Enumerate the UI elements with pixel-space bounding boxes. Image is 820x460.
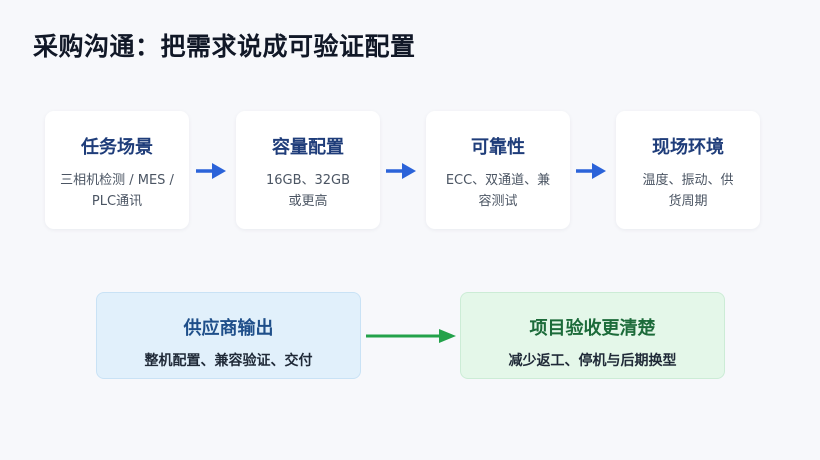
card-capacity-config: 容量配置 16GB、32GB 或更高 — [236, 111, 380, 229]
result-arrow-icon — [366, 329, 456, 343]
card-reliability: 可靠性 ECC、双通道、兼容测试 — [426, 111, 570, 229]
flow-arrow-icon — [576, 163, 606, 179]
card-description: ECC、双通道、兼容测试 — [445, 173, 551, 209]
supplier-output-panel: 供应商输出 整机配置、兼容验证、交付 — [96, 292, 361, 379]
card-description: 三相机检测 / MES / PLC通讯 — [60, 173, 174, 209]
card-task-scenario: 任务场景 三相机检测 / MES / PLC通讯 — [45, 111, 189, 229]
card-site-environment: 现场环境 温度、振动、供货周期 — [616, 111, 760, 229]
flow-arrow-icon — [386, 163, 416, 179]
card-description: 温度、振动、供货周期 — [642, 173, 734, 209]
card-title: 容量配置 — [272, 137, 344, 158]
page-title: 采购沟通：把需求说成可验证配置 — [33, 32, 416, 61]
card-description: 16GB、32GB 或更高 — [265, 173, 351, 209]
panel-title: 供应商输出 — [183, 318, 274, 339]
card-title: 可靠性 — [471, 137, 525, 158]
panel-description: 整机配置、兼容验证、交付 — [144, 353, 313, 369]
card-title: 现场环境 — [652, 137, 724, 158]
card-title: 任务场景 — [81, 137, 153, 158]
project-acceptance-panel: 项目验收更清楚 减少返工、停机与后期换型 — [460, 292, 725, 379]
flow-arrow-icon — [196, 163, 226, 179]
panel-description: 减少返工、停机与后期换型 — [508, 353, 677, 369]
panel-title: 项目验收更清楚 — [529, 318, 656, 339]
